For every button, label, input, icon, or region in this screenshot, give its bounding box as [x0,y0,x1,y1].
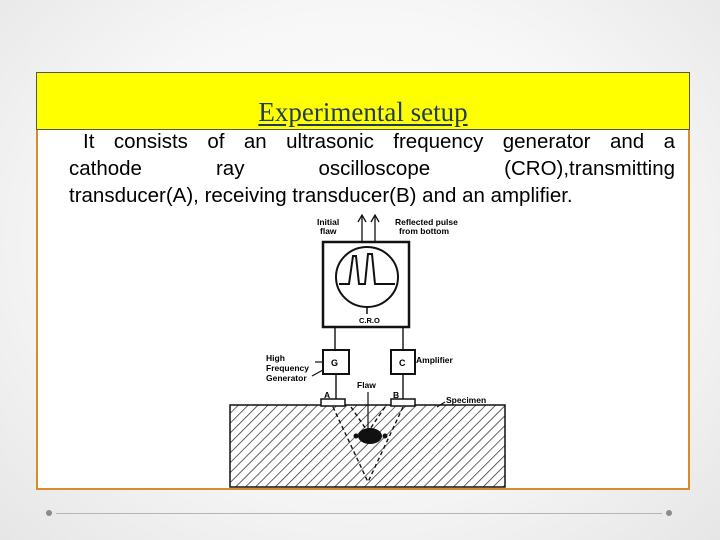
label-amplifier: Amplifier [416,355,454,365]
transducer-b [390,398,416,407]
transducer-a [320,398,346,407]
label-initial-flaw-1: Initial [317,217,339,227]
c-box-label: C [399,358,406,368]
ultrasonic-setup-diagram: Initial flaw Reflected pulse from bottom… [229,213,506,488]
ultrasonic-beam [332,406,404,483]
label-initial-flaw-2: flaw [320,226,337,236]
label-transducer-a: A [324,390,330,400]
label-reflected-pulse-1: Reflected pulse [395,217,458,227]
label-hfg-1: High [266,353,285,363]
label-transducer-b: B [393,390,399,400]
title-bar: Experimental setup [36,72,690,130]
transducer-wires [335,374,404,402]
slide-paragraph: It consists of an ultrasonic frequency g… [69,128,675,209]
label-flaw: Flaw [357,380,376,390]
flaw-marker [353,428,388,444]
decor-line [56,513,662,514]
g-box-label: G [331,358,338,368]
decor-dot-left [46,510,52,516]
label-hfg-3: Generator [266,373,307,383]
slide-title: Experimental setup [258,97,468,127]
specimen-block [229,404,506,488]
cro-wires [334,327,404,350]
label-reflected-pulse-2: from bottom [399,226,449,236]
paragraph-line-1: It consists of an ultrasonic frequency g… [83,130,675,153]
cro-label: C.R.O [359,316,380,325]
cro-unit: C.R.O [321,240,411,329]
paragraph-line-3: transducer(A), receiving transducer(B) a… [69,184,573,207]
label-hfg-2: Frequency [266,363,309,373]
paragraph-line-2: cathode ray oscilloscope (CRO),transmitt… [69,157,675,180]
label-specimen: Specimen [446,395,486,405]
decor-dot-right [666,510,672,516]
